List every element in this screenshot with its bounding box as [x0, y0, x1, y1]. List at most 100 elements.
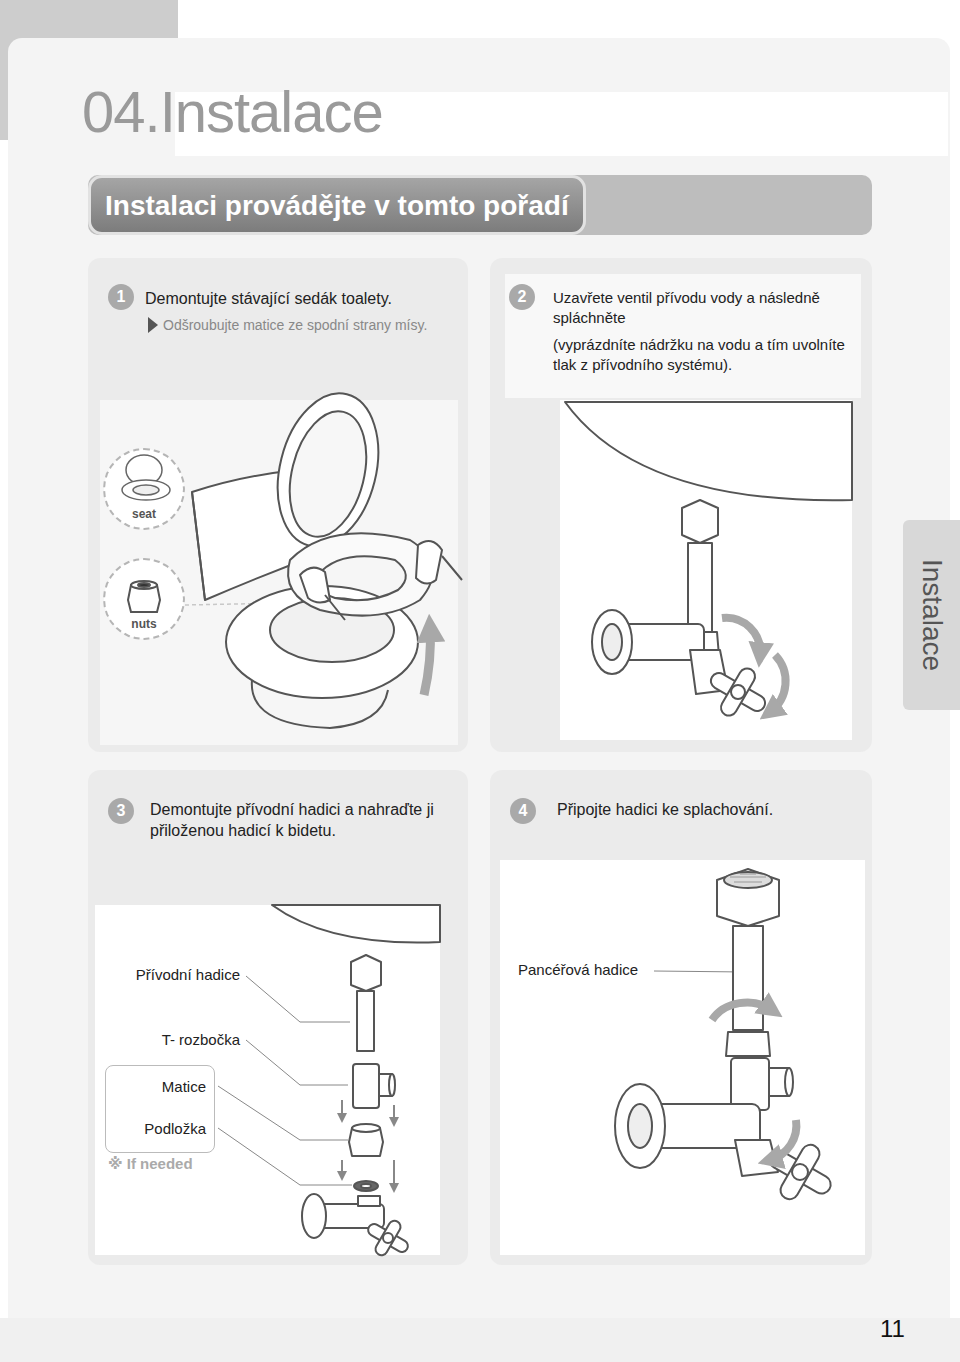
turn-arrow — [722, 618, 786, 712]
node-text: Instalaci provádějte v tomto pořadí — [105, 188, 569, 223]
lift-arrow — [424, 628, 430, 695]
node-text: nuts — [105, 617, 183, 632]
page-frame — [8, 38, 950, 1338]
panel-ground — [88, 258, 872, 1265]
turn-arrow — [712, 1003, 772, 1020]
leader-line — [218, 1128, 352, 1185]
seat-icon — [122, 455, 170, 500]
panel-ground — [490, 770, 872, 1265]
toilet-figure — [416, 541, 442, 584]
assembly-arrow — [341, 1160, 343, 1176]
toilet-figure — [288, 533, 433, 615]
panel-box: Demontujte přívodní hadici a nahraďte ji… — [88, 770, 468, 1265]
turn-arrow — [712, 1003, 796, 1160]
step-badge: 4 — [510, 798, 536, 824]
panel-box: Instalace — [903, 520, 960, 710]
exploded-valve-figure — [361, 1184, 371, 1188]
bullet-triangle — [148, 317, 158, 333]
assembled-valve-figure — [733, 926, 763, 1030]
step-badge: 2 — [509, 284, 535, 310]
seat-icon — [133, 485, 159, 495]
turn-arrow — [722, 618, 760, 655]
exploded-valve-figure — [357, 991, 374, 1051]
exploded-valve-figure — [351, 955, 381, 991]
note: ※ If needed — [108, 1155, 193, 1174]
assembled-valve-figure — [615, 869, 834, 1202]
valve-figure — [682, 500, 718, 543]
step-badge: 1 — [108, 284, 134, 310]
valve-figure — [688, 543, 712, 633]
leader-line — [246, 1040, 348, 1085]
node-subtext: (vyprázdníte nádržku na vodu a tím uvoln… — [553, 335, 858, 376]
assembled-valve-figure — [730, 874, 766, 882]
assembled-valve-figure — [615, 1084, 665, 1168]
node-subtext: Odšroubujte matice ze spodní strany mísy… — [163, 316, 461, 334]
panel-ground — [95, 905, 440, 1255]
exploded-valve-figure — [354, 1181, 378, 1191]
toilet-figure — [300, 568, 330, 603]
toilet-figure — [325, 556, 462, 620]
leader-line — [218, 971, 745, 1185]
exploded-valve-figure — [272, 905, 440, 943]
panel-ground — [88, 770, 468, 1265]
nut-icon — [131, 581, 157, 589]
node-text: Matice — [106, 1078, 206, 1097]
step-badge: seat — [103, 448, 185, 530]
part-label: T- rozbočka — [162, 1031, 240, 1050]
leader-line — [218, 1086, 348, 1140]
exploded-valve-figure — [373, 1219, 402, 1258]
node-text: 3 — [117, 803, 126, 819]
exploded-valve-figure — [383, 1233, 393, 1243]
node-text: Připojte hadici ke splachování. — [557, 800, 857, 821]
page-frame — [0, 1318, 960, 1362]
assembled-valve-figure — [731, 1058, 769, 1110]
assembled-valve-figure — [766, 1142, 834, 1203]
valve-figure — [592, 610, 632, 674]
assembly-arrow — [393, 1105, 395, 1122]
exploded-valve-figure — [302, 1194, 326, 1238]
leader-line — [654, 971, 745, 972]
panel-box: Uzavřete ventil přívodu vody a následně … — [490, 258, 872, 752]
callout-circle-ground — [104, 559, 184, 639]
turn-arrow — [770, 655, 786, 712]
panel-ground — [88, 258, 468, 752]
assembled-valve-figure — [792, 1164, 808, 1180]
step-badge: MaticePodložka — [105, 1065, 215, 1153]
seat-icon — [122, 480, 170, 500]
callout-circle-ground — [104, 449, 184, 639]
valve-figure — [718, 665, 758, 718]
bullet-triangle — [148, 317, 158, 333]
exploded-valve-figure — [358, 1196, 380, 1206]
node-text: seat — [105, 507, 183, 522]
valve-figure — [602, 624, 622, 660]
node-text: Demontujte přívodní hadici a nahraďte ji… — [150, 800, 455, 842]
panel-ground — [490, 258, 872, 752]
node-text: 1 — [117, 289, 126, 305]
assembled-valve-figure — [785, 1068, 793, 1096]
nut-icon — [128, 581, 160, 612]
toilet-figure — [252, 680, 388, 728]
nut-icon — [138, 583, 150, 587]
panel-ground — [505, 274, 861, 398]
banner-bar — [88, 175, 872, 235]
leader-line — [246, 976, 350, 1022]
assembled-valve-figure — [724, 872, 772, 888]
toilet-figure — [263, 383, 394, 558]
node-text: 4 — [519, 803, 528, 819]
node-subtext: Podložka — [106, 1120, 206, 1139]
node-text: Demontujte stávající sedák toalety. — [145, 289, 455, 310]
step-badge: 3 — [108, 798, 134, 824]
exploded-valve-figure — [366, 1219, 410, 1258]
panel-ground — [500, 860, 865, 1255]
node-text: Instalace — [914, 559, 949, 671]
toilet-figure — [278, 403, 379, 545]
banner-bar — [88, 175, 872, 235]
part-label: Přívodní hadice — [136, 966, 240, 985]
toilet-figure — [192, 492, 205, 600]
assembly-arrow — [341, 1100, 343, 1118]
page-title: 04.Instalace — [82, 76, 383, 149]
turn-arrow — [770, 1120, 796, 1160]
valve-figure — [731, 685, 745, 699]
